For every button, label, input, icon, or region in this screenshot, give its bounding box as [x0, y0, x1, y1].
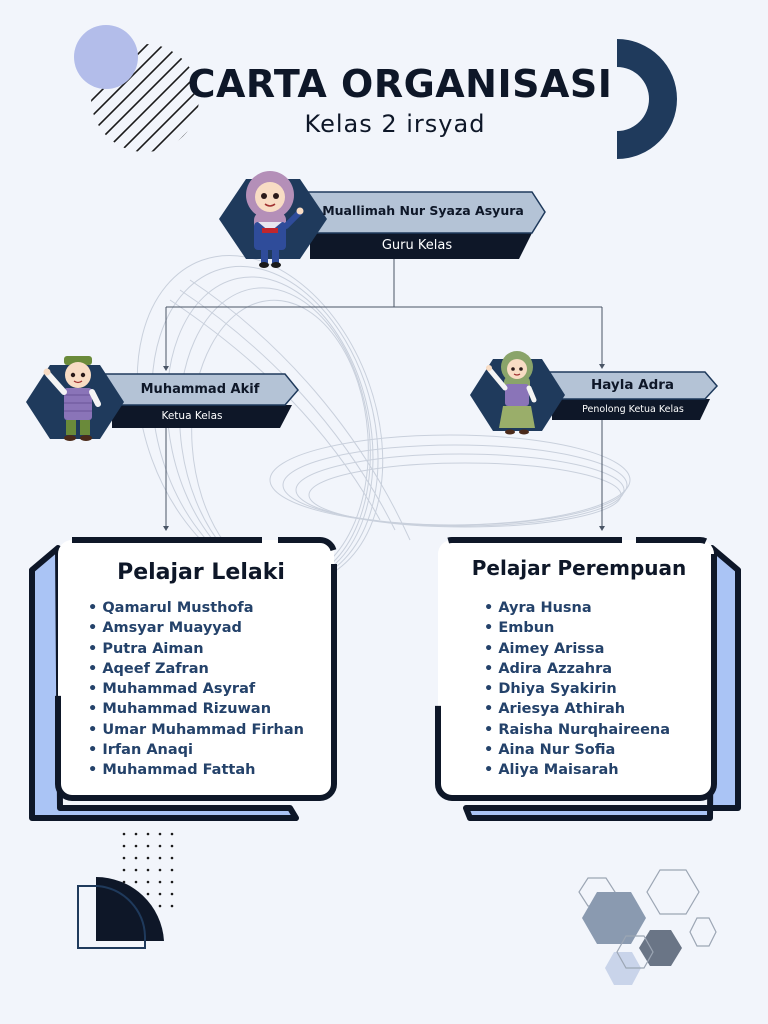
dot-grid-decoration: [122, 832, 174, 908]
outline-quarter-decoration: [77, 885, 146, 949]
half-ring-decoration: [617, 39, 677, 159]
list-item: Umar Muhammad Firhan: [88, 720, 304, 740]
list-item: Aina Nur Sofia: [484, 740, 670, 760]
leader-node: [26, 356, 299, 441]
list-item: Qamarul Musthofa: [88, 598, 304, 618]
assistant-role-banner: [552, 399, 710, 420]
list-item: Ariesya Athirah: [484, 699, 670, 719]
list-item: Muhammad Fattah: [88, 760, 304, 780]
list-item: Dhiya Syakirin: [484, 679, 670, 699]
teacher-name: Muallimah Nur Syaza Asyura: [322, 203, 524, 218]
teacher-role: Guru Kelas: [381, 238, 453, 253]
list-item: Aliya Maisarah: [484, 760, 670, 780]
page-subtitle: Kelas 2 irsyad: [304, 110, 486, 138]
teacher-avatar-icon: [246, 171, 304, 268]
teacher-node: [219, 171, 546, 268]
leader-name: Muhammad Akif: [140, 382, 260, 397]
assistant-name: Hayla Adra: [590, 377, 675, 393]
girls-list-title: Pelajar Perempuan: [471, 556, 687, 580]
boys-list: Qamarul Musthofa Amsyar Muayyad Putra Ai…: [88, 598, 304, 781]
leader-role: Ketua Kelas: [161, 410, 223, 422]
assistant-node: [470, 351, 719, 435]
list-item: Aimey Arissa: [484, 639, 670, 659]
assistant-avatar-icon: [486, 351, 537, 435]
list-item: Amsyar Muayyad: [88, 618, 304, 638]
connector-arrowheads: [163, 364, 605, 531]
list-item: Irfan Anaqi: [88, 740, 304, 760]
list-item: Muhammad Asyraf: [88, 679, 304, 699]
hexagon-cluster-decoration: [578, 869, 717, 985]
quarter-circle-decoration: [96, 876, 164, 941]
list-item: Aqeef Zafran: [88, 659, 304, 679]
leader-role-banner: [112, 405, 292, 428]
list-item: Muhammad Rizuwan: [88, 699, 304, 719]
connector-lines: [165, 258, 603, 528]
leader-avatar-icon: [43, 356, 101, 441]
girls-list: Ayra Husna Embun Aimey Arissa Adira Azza…: [484, 598, 670, 781]
boys-list-title: Pelajar Lelaki: [117, 560, 285, 585]
page-title: CARTA ORGANISASI: [187, 62, 613, 106]
assistant-role: Penolong Ketua Kelas: [582, 404, 684, 415]
list-item: Putra Aiman: [88, 639, 304, 659]
periwinkle-circle-decoration: [74, 25, 138, 89]
list-item: Raisha Nurqhaireena: [484, 720, 670, 740]
teacher-role-banner: [310, 233, 532, 259]
list-item: Ayra Husna: [484, 598, 670, 618]
list-item: Adira Azzahra: [484, 659, 670, 679]
list-item: Embun: [484, 618, 670, 638]
